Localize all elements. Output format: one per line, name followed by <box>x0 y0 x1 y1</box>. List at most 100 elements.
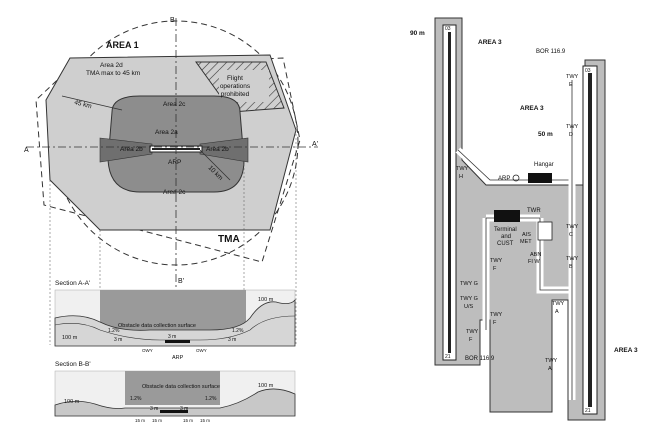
slope-b-left: 1.2% <box>130 396 142 402</box>
area1-outer-boundary <box>35 57 301 263</box>
m3-b-2: 3 m <box>180 406 188 412</box>
twy-f-letter-2: F <box>493 320 497 326</box>
section-a-marker: A <box>24 147 29 154</box>
section-b-title: Section B-B' <box>55 361 91 368</box>
h100-right-a: 100 m <box>258 297 274 303</box>
section-b-marker-end: B' <box>178 278 184 285</box>
arp-a-label: ARP <box>172 355 184 361</box>
owy-left: OWY <box>142 348 153 353</box>
area1-label: AREA 1 <box>106 40 139 50</box>
arp-right-label: ARP <box>498 176 510 182</box>
twy-a-letter: A <box>555 309 559 315</box>
m90-label: 90 m <box>410 30 425 37</box>
arp-label: ARP <box>168 159 181 166</box>
twy-f-letter-3: F <box>469 337 473 343</box>
twy-b-label: TWY <box>566 256 579 262</box>
m15-1: 15 m <box>135 418 145 423</box>
m3-a-left: 3 m <box>114 337 122 343</box>
abn-label: ABN <box>530 252 541 258</box>
section-a-marker-end: A' <box>312 141 318 148</box>
twy-f-label-2: TWY <box>490 312 503 318</box>
distance-45-line <box>61 95 123 111</box>
runway-section-a <box>165 340 190 343</box>
twy-d-letter: D <box>569 132 573 138</box>
terminal-label-2: and <box>501 234 511 240</box>
tma-label: TMA <box>218 234 240 245</box>
arp-symbol <box>512 174 520 182</box>
runway-number-c: 03 <box>585 68 591 74</box>
flight-prohibited-label-2: operations <box>220 83 251 90</box>
ais-label: AIS <box>522 232 531 238</box>
m3-a-right: 3 m <box>228 337 236 343</box>
area2b-right-label: Area 2b <box>206 146 229 153</box>
area2b-left <box>99 137 153 163</box>
slope-a-right: 1.2% <box>232 328 244 334</box>
terminal-label-3: CUST <box>497 241 514 247</box>
area3-mid-label: AREA 3 <box>520 105 544 112</box>
twy-a-label: TWY <box>552 301 565 307</box>
met-label: MET <box>520 239 532 245</box>
twy-f-letter: F <box>493 266 497 272</box>
section-b-marker: B <box>170 17 175 24</box>
obstacle-surface-b <box>125 371 220 405</box>
twy-d-label: TWY <box>566 124 579 130</box>
m15-2: 15 m <box>152 418 162 423</box>
twr-label: TWR <box>527 208 541 214</box>
ais-met-building <box>537 221 553 241</box>
area2a-label: Area 2a <box>155 129 178 136</box>
m15-4: 15 m <box>200 418 210 423</box>
terminal-building <box>494 210 520 222</box>
area-plan-diagram: AREA 1 Area 2d TMA max to 45 km Flight o… <box>24 17 318 345</box>
twy-b-letter: B <box>569 264 573 270</box>
terminal-label: Terminal <box>494 227 517 233</box>
flight-prohibited-label-3: prohibited <box>221 91 250 98</box>
runway-section-b <box>160 410 188 413</box>
runway-number-d: 21 <box>585 408 591 414</box>
section-a-profile: Section A-A' Obstacle data collection su… <box>54 280 296 361</box>
area2c-top-label: Area 2c <box>163 101 186 108</box>
twy-h-label: TWY <box>456 166 469 172</box>
twy-f-label-3: TWY <box>466 329 479 335</box>
flight-prohibited-label-1: Flight <box>227 75 243 82</box>
terrain-b <box>54 388 296 417</box>
twy-g-label-2: TWY G <box>460 296 478 302</box>
twy-a-letter-2: A <box>548 366 552 372</box>
area2c-bottom-label: Area 2c <box>163 189 186 196</box>
slope-a-left: 1.2% <box>108 328 120 334</box>
odcs-b-label: Obstacle data collection surface <box>142 384 220 390</box>
area2b-left-label: Area 2b <box>120 146 143 153</box>
bor-top-label: BOR 116.9 <box>536 49 566 55</box>
m15-3: 15 m <box>183 418 193 423</box>
runway-number-a: 03 <box>445 26 451 32</box>
m3-b: 3 m <box>150 406 158 412</box>
area2d-sublabel: TMA max to 45 km <box>86 70 140 77</box>
slope-b-right: 1.2% <box>205 396 217 402</box>
area3-right-label: AREA 3 <box>614 347 638 354</box>
twy-g-us: U/S <box>464 304 474 310</box>
area2d-label: Area 2d <box>100 62 123 69</box>
hangar-label: Hangar <box>534 162 554 168</box>
twy-f-label: TWY <box>490 258 503 264</box>
obstacle-surface-a <box>100 290 246 330</box>
h100-left-b: 100 m <box>64 399 80 405</box>
airport-layout-diagram: 90 m AREA 3 AREA 3 AREA 3 BOR 116.9 BOR … <box>410 17 638 421</box>
bor-bottom-label: BOR 116.9 <box>465 356 495 362</box>
owy-right: OWY <box>196 348 207 353</box>
h100-right-b: 100 m <box>258 383 274 389</box>
m3-a-mid: 3 m <box>168 334 176 340</box>
section-b-profile: Section B-B' Obstacle data collection su… <box>54 361 296 423</box>
area3-top-label: AREA 3 <box>478 39 502 46</box>
abn-fiw-label: FI W <box>528 259 540 265</box>
twy-e-label: TWY <box>566 74 579 80</box>
twy-e-letter: E <box>569 82 573 88</box>
twy-g-label: TWY G <box>460 281 478 287</box>
m50-label: 50 m <box>538 131 553 138</box>
odcs-a-label: Obstacle data collection surface <box>118 323 196 329</box>
twy-a-label-2: TWY <box>545 358 558 364</box>
distance-10-line <box>199 149 231 181</box>
twy-c-letter: C <box>569 232 573 238</box>
twy-h-letter: H <box>459 174 463 180</box>
h100-left-a: 100 m <box>62 335 78 341</box>
twy-c-label: TWY <box>566 224 579 230</box>
